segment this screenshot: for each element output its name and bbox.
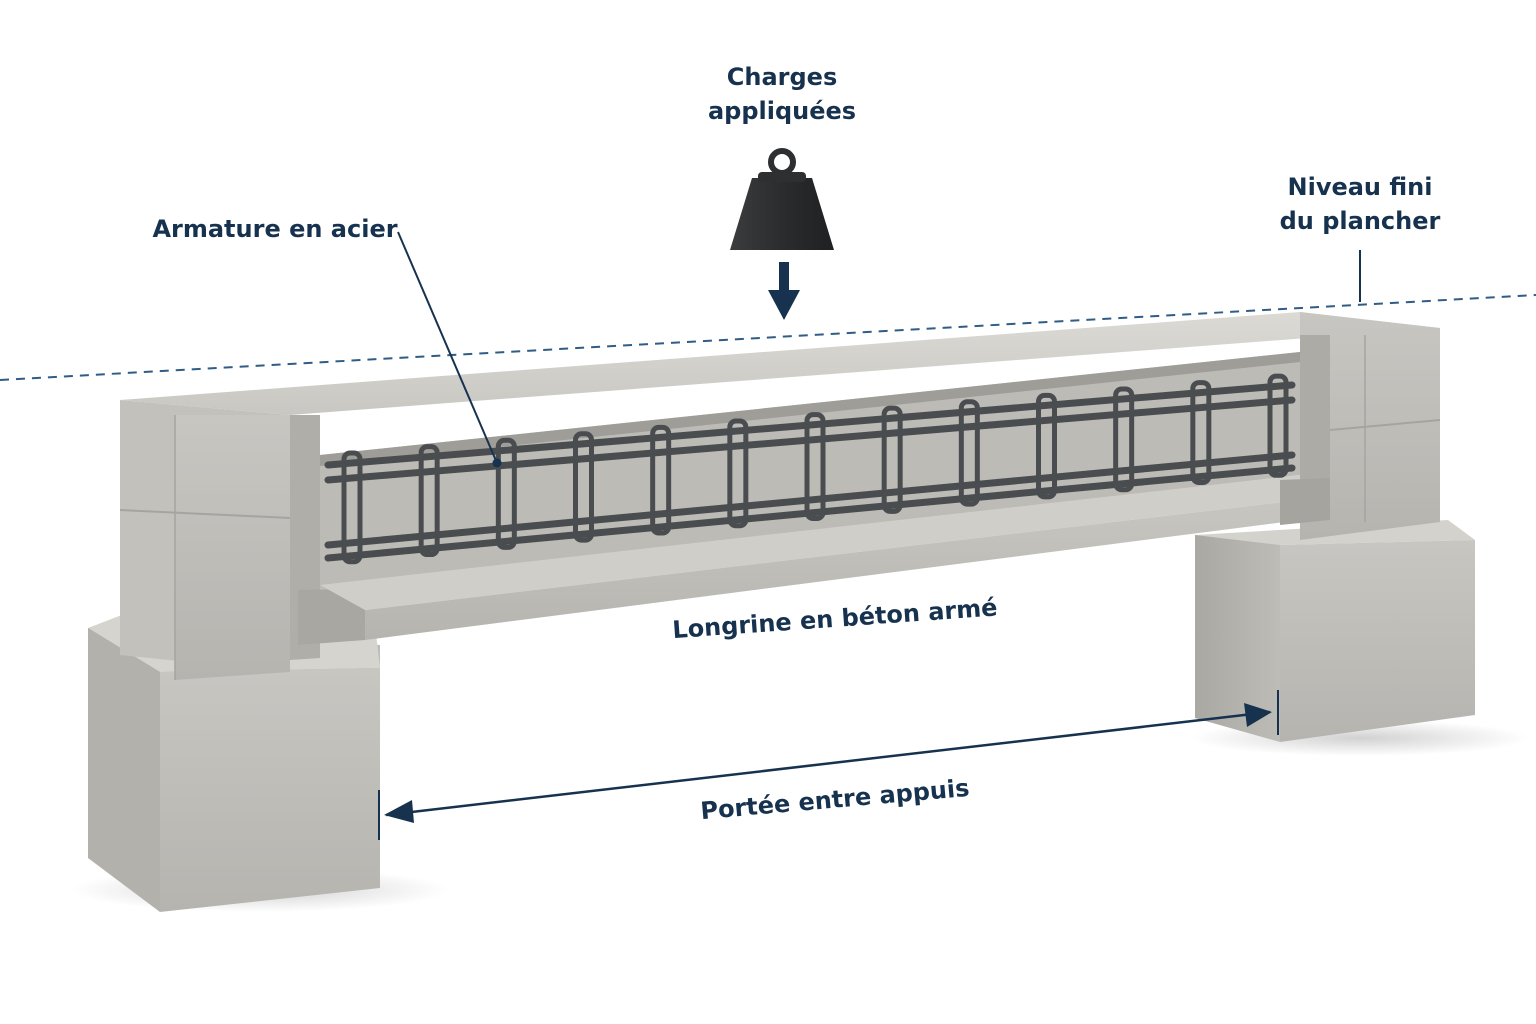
rebar-cage (324, 373, 1296, 565)
stirrup (1113, 386, 1135, 493)
stirrup (573, 431, 594, 543)
stirrup (495, 437, 517, 550)
floor-level-label-line1: Niveau fini (1287, 173, 1433, 201)
stirrup (1036, 392, 1057, 500)
weight-icon (730, 148, 834, 250)
floor-level-label: Niveau fini du plancher (1270, 170, 1450, 238)
stirrup (958, 399, 980, 507)
rebar-leader-line (397, 231, 498, 464)
right-support-block (1195, 520, 1475, 742)
stirrup (1267, 373, 1289, 478)
stirrup (727, 418, 749, 529)
stirrup (1190, 380, 1212, 486)
stirrup (341, 450, 363, 565)
down-arrow-icon (768, 262, 800, 320)
floor-level-line (0, 294, 1536, 381)
stirrup (650, 424, 672, 536)
loads-label: Charges appliquées (682, 60, 882, 128)
loads-label-line2: appliquées (707, 97, 857, 125)
stirrup (804, 412, 826, 522)
rebar-label: Armature en acier (152, 215, 398, 243)
rebar-leader-dot (492, 458, 502, 468)
stirrup (881, 405, 903, 514)
floor-level-label-line2: du plancher (1279, 207, 1441, 235)
loads-label-line1: Charges (726, 63, 838, 91)
stirrup (418, 444, 440, 558)
span-dimension (378, 690, 1279, 840)
